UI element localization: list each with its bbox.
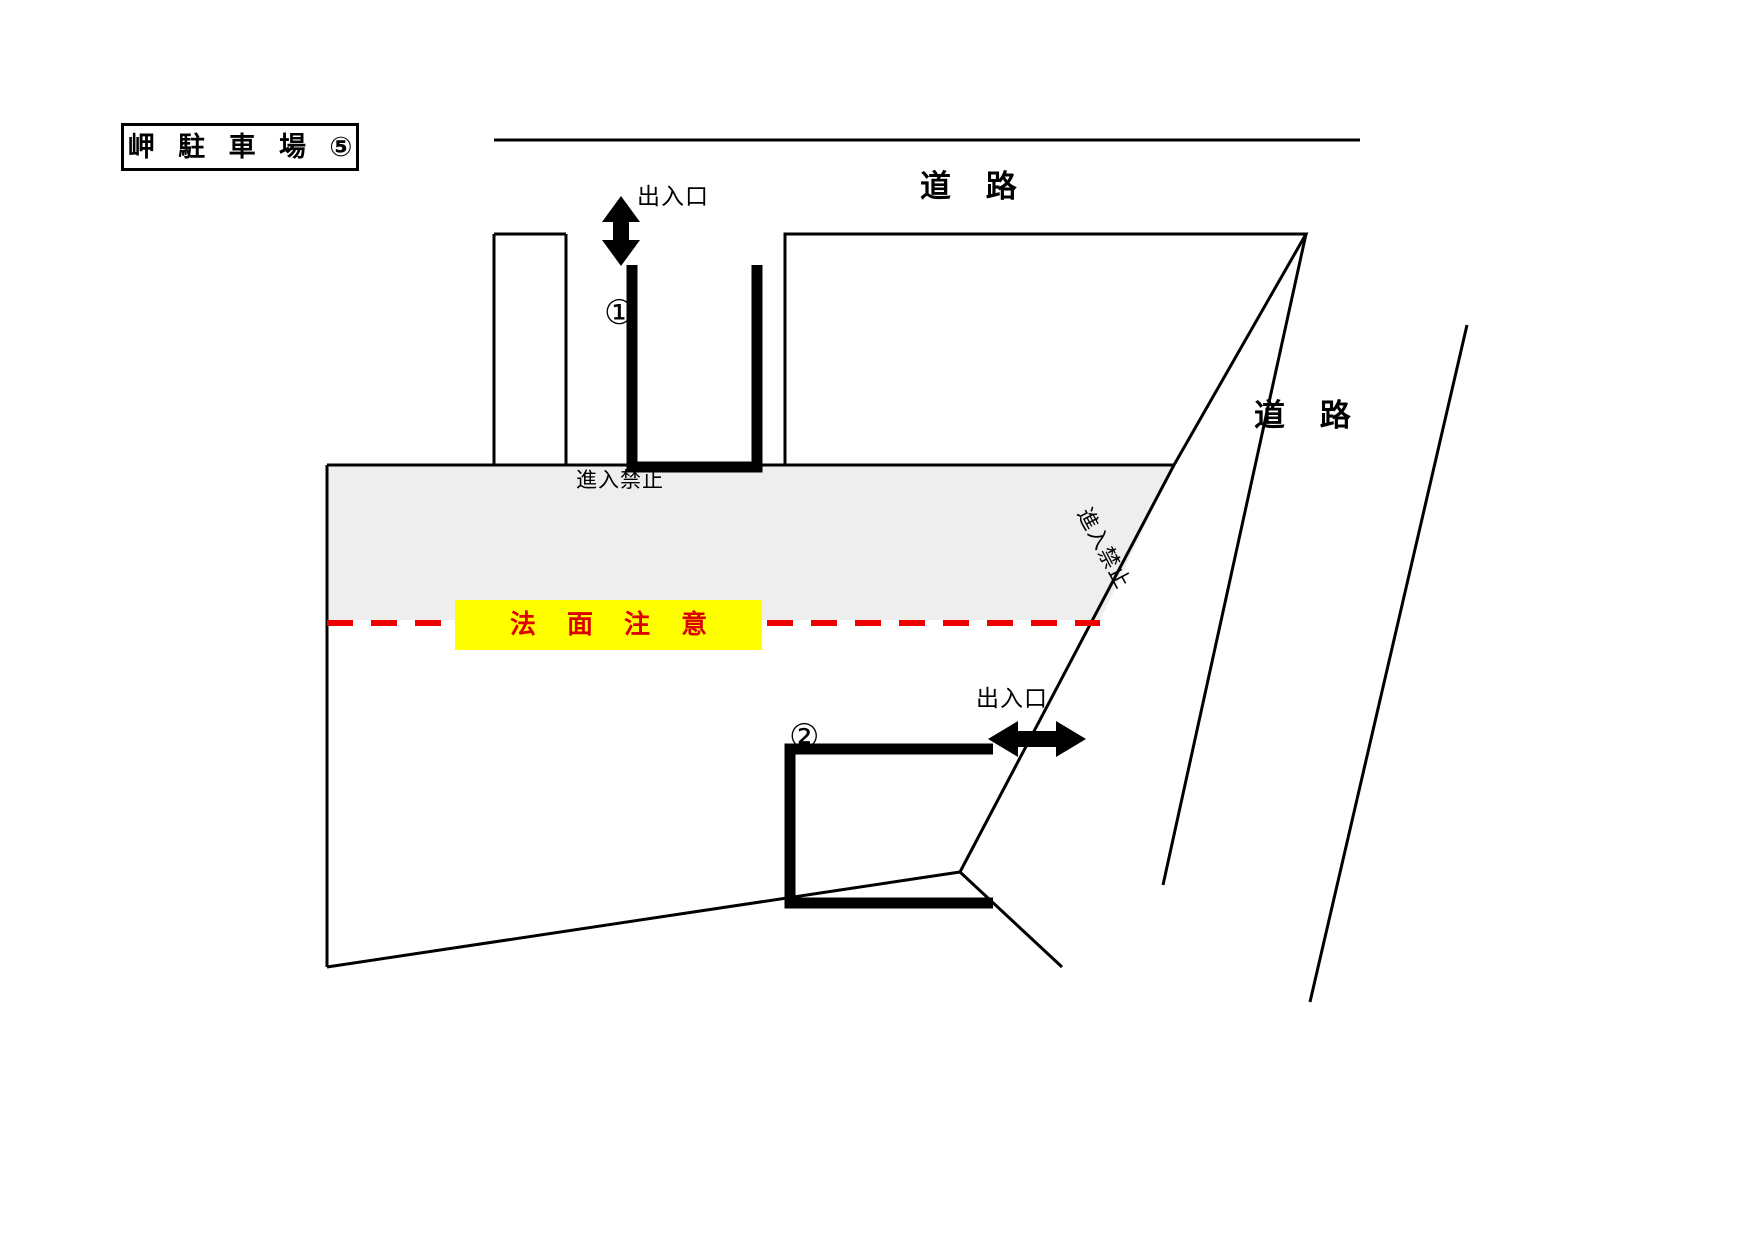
gate-top-arrow-icon (602, 196, 640, 266)
slope-caution-banner: 法 面 注 意 (455, 600, 762, 650)
slope-caution-text: 法 面 注 意 (509, 610, 719, 640)
road-right-inner-edge (1161, 233, 1308, 886)
lot-title-text: 岬 駐 車 場 ⑤ (127, 131, 360, 163)
stall-2-marking (784, 743, 993, 909)
upper-right-block-outline (783, 232, 1309, 466)
gate-right-arrow-icon (988, 721, 1086, 757)
stall-2-number: ② (789, 717, 820, 757)
site-east-diagonal-boundary (958, 464, 1176, 873)
no-entry-label-horizontal: 進入禁止 (576, 468, 664, 492)
site-south-boundary (326, 870, 1064, 969)
stall-1-marking (626, 265, 763, 473)
gate-label-right: 出入口 (976, 686, 1048, 712)
road-label-right: 道 路 (1254, 398, 1363, 434)
lot-title-plate: 岬 駐 車 場 ⑤ (121, 123, 359, 171)
road-right-outer-edge (1308, 324, 1469, 1003)
road-label-top: 道 路 (920, 169, 1029, 205)
no-entry-zone-fill (327, 465, 1174, 620)
stall-1-number: ① (604, 293, 635, 333)
gate-label-top: 出入口 (637, 184, 709, 210)
